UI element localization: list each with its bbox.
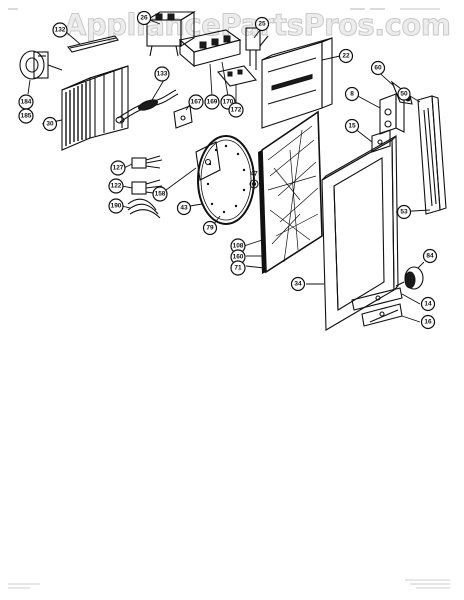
callout-184: 184	[18, 94, 34, 110]
leader-lines	[27, 19, 431, 323]
callout-167: 167	[188, 94, 204, 110]
callout-53: 53	[396, 204, 412, 220]
part-53-rail	[417, 95, 447, 215]
svg-text:108: 108	[233, 243, 244, 250]
svg-text:158: 158	[155, 191, 166, 198]
part-43-ring	[197, 135, 255, 225]
svg-text:79: 79	[206, 225, 214, 232]
part-22-control-panel	[261, 37, 333, 129]
footer-marks	[8, 579, 450, 589]
svg-text:127: 127	[113, 165, 124, 172]
svg-text:15: 15	[348, 123, 356, 130]
svg-text:160: 160	[233, 254, 244, 261]
svg-text:184: 184	[21, 99, 32, 106]
svg-text:43: 43	[180, 205, 188, 212]
callout-190: 190	[108, 198, 124, 214]
callout-122: 122	[108, 178, 124, 194]
part-30-housing	[61, 65, 129, 151]
svg-text:169: 169	[207, 99, 218, 106]
callout-26: 26	[136, 10, 152, 26]
part-108-glass-panel	[258, 110, 323, 274]
part-25-relay	[245, 27, 269, 70]
svg-text:53: 53	[400, 209, 408, 216]
svg-text:60: 60	[374, 65, 382, 72]
part-47-nut	[249, 179, 259, 189]
part-34-door-frame	[321, 134, 399, 331]
callout-22: 22	[338, 48, 354, 64]
part-15-bar	[371, 129, 391, 153]
svg-text:14: 14	[424, 301, 432, 308]
part-133-harness	[115, 89, 179, 124]
callout-158: 158	[152, 186, 168, 202]
part-169-terminal-block	[178, 29, 242, 68]
callout-172: 172	[228, 102, 244, 118]
callout-127: 127	[110, 160, 126, 176]
callout-60: 60	[370, 60, 386, 76]
part-184-motor	[19, 50, 63, 80]
callout-133: 133	[154, 66, 170, 82]
callout-30: 30	[42, 116, 58, 132]
part-172-plate	[216, 65, 258, 87]
svg-text:167: 167	[191, 99, 202, 106]
part-26-switch	[145, 11, 196, 57]
svg-text:84: 84	[426, 253, 434, 260]
part-16-hinge-strip	[361, 303, 403, 327]
svg-text:34: 34	[294, 281, 302, 288]
svg-text:16: 16	[424, 319, 432, 326]
callout-84: 84	[422, 248, 438, 264]
callouts: 132 26 25 22 184 185 30 133 167 169 170	[18, 10, 438, 330]
callout-15: 15	[344, 118, 360, 134]
svg-text:25: 25	[258, 21, 266, 28]
part-132-rod	[67, 35, 119, 53]
callout-47: 47	[250, 171, 258, 178]
svg-text:22: 22	[342, 53, 350, 60]
callout-43: 43	[176, 200, 192, 216]
part-190-wires	[127, 198, 161, 219]
callout-185: 185	[18, 108, 34, 124]
svg-text:172: 172	[231, 107, 242, 114]
svg-text:122: 122	[111, 183, 122, 190]
svg-text:50: 50	[400, 91, 408, 98]
svg-text:132: 132	[55, 27, 66, 34]
part-84-knob	[395, 266, 424, 290]
callout-79: 79	[202, 220, 218, 236]
part-167-bracket	[173, 105, 193, 129]
svg-text:26: 26	[140, 15, 148, 22]
callout-34: 34	[290, 276, 306, 292]
callout-16: 16	[420, 314, 436, 330]
callout-169: 169	[204, 94, 220, 110]
callout-132: 132	[52, 22, 68, 38]
callout-14: 14	[420, 296, 436, 312]
callout-25: 25	[254, 16, 270, 32]
svg-text:185: 185	[21, 113, 32, 120]
svg-text:71: 71	[234, 265, 242, 272]
part-8-hinge	[379, 93, 405, 135]
part-127-connector	[131, 155, 163, 169]
svg-text:47: 47	[250, 171, 258, 178]
svg-text:8: 8	[350, 91, 354, 98]
svg-text:30: 30	[46, 121, 54, 128]
callout-8: 8	[344, 86, 360, 102]
svg-text:133: 133	[157, 71, 168, 78]
callout-50: 50	[397, 87, 411, 101]
svg-text:170: 170	[223, 99, 234, 106]
callout-71: 71	[230, 260, 246, 276]
part-14-hinge-strip	[351, 287, 403, 311]
svg-text:190: 190	[111, 203, 122, 210]
